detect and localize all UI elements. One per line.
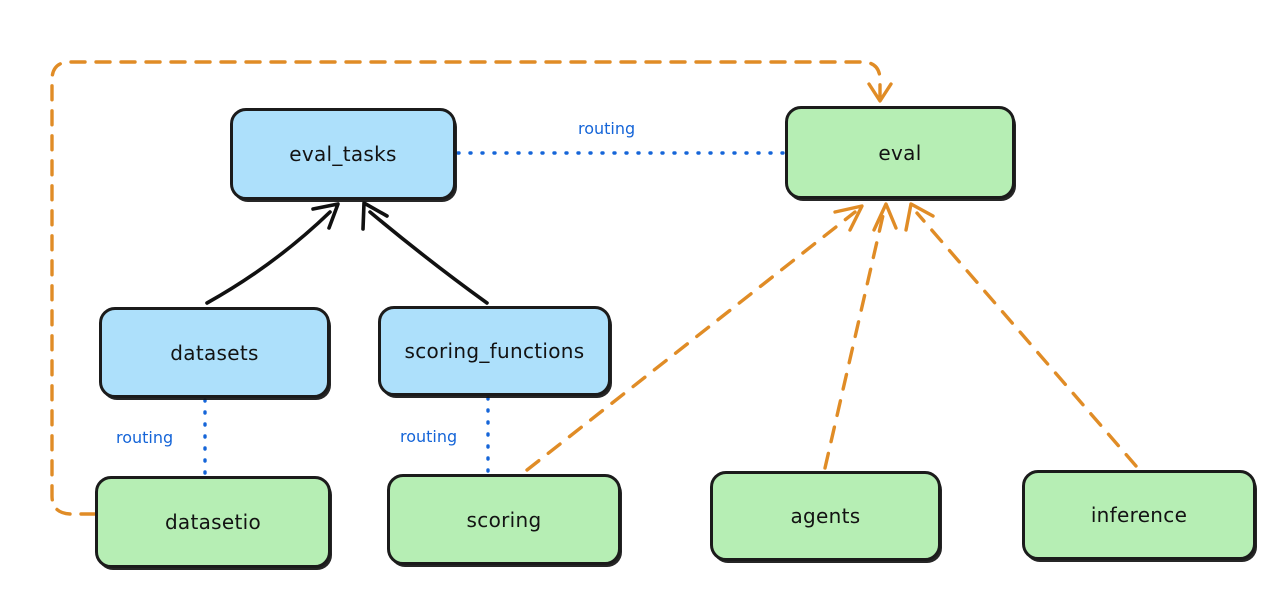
node-label-scoring-functions: scoring_functions — [404, 339, 585, 363]
edge-inference-to-eval — [904, 202, 1138, 468]
node-datasetio[interactable]: datasetio — [95, 476, 331, 568]
node-eval-tasks[interactable]: eval_tasks — [230, 108, 456, 200]
node-scoring-functions[interactable]: scoring_functions — [378, 306, 611, 396]
node-inference[interactable]: inference — [1022, 470, 1256, 560]
node-label-datasets: datasets — [170, 340, 259, 365]
edge-agents-to-eval — [823, 202, 898, 470]
edge-datasets-to-eval_tasks — [205, 202, 340, 305]
node-datasets[interactable]: datasets — [99, 307, 330, 398]
edge-label-routing-eval-tasks-eval: routing — [578, 119, 636, 138]
node-eval[interactable]: eval — [785, 106, 1015, 199]
node-label-eval: eval — [878, 140, 922, 165]
edge-scoring_functions-to-eval_tasks — [361, 201, 489, 305]
node-label-eval-tasks: eval_tasks — [289, 142, 397, 166]
edge-datasetio-to-eval — [50, 60, 893, 516]
node-label-inference: inference — [1090, 503, 1188, 527]
edge-label-routing-datasets-datasetio: routing — [116, 428, 174, 447]
edge-label-routing-scoring-functions-scoring: routing — [400, 427, 458, 446]
node-agents[interactable]: agents — [710, 471, 941, 561]
node-scoring[interactable]: scoring — [387, 474, 621, 565]
node-label-scoring: scoring — [466, 507, 542, 532]
node-label-datasetio: datasetio — [164, 510, 262, 534]
node-label-agents: agents — [790, 504, 861, 528]
